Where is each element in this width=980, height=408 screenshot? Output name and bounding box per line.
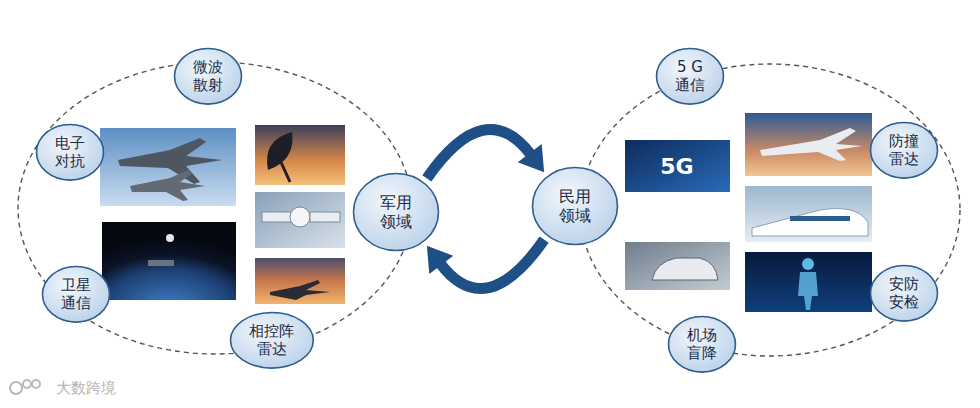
circle-node: 电子 对抗: [35, 123, 105, 182]
node-text-group: 相控阵 雷达: [247, 322, 297, 358]
node-text-group: 微波 散射: [191, 58, 226, 94]
circle-shape: [669, 316, 736, 372]
node-text-group: 安防 安检: [887, 275, 922, 311]
node-text-group: 电子 对抗: [53, 134, 88, 170]
circle-shape: [871, 122, 938, 178]
node-label: 军用 领域: [378, 193, 415, 231]
circle-shape: [871, 265, 938, 321]
circle-shape: [533, 168, 618, 245]
photo-text: 5G: [660, 154, 693, 179]
node-label: 安防 安检: [887, 275, 922, 311]
circle-shape: [657, 48, 724, 104]
circle-node: 防撞 雷达: [869, 121, 939, 180]
circle-shape: [231, 312, 314, 368]
node-text-group: 卫星 通信: [59, 276, 94, 312]
circle-shape: [43, 266, 110, 322]
arrow-head: [427, 246, 453, 274]
node-label: 电子 对抗: [53, 134, 88, 170]
arrow-line: [440, 240, 544, 289]
node-text-group: 军用 领域: [378, 193, 415, 231]
curved-arrow: [427, 240, 544, 289]
node-label: 机场 盲降: [685, 326, 720, 362]
circle-node: 机场 盲降: [667, 315, 737, 374]
node-text-group: 防撞 雷达: [887, 132, 922, 168]
circle-node: 微波 散射: [173, 47, 243, 106]
arrow-head: [518, 144, 544, 172]
node-label: 防撞 雷达: [887, 132, 922, 168]
circle-shape: [354, 174, 439, 251]
circle-shape: [175, 48, 242, 104]
circle-node: 安防 安检: [869, 264, 939, 323]
node-text-group: 机场 盲降: [685, 326, 720, 362]
curved-arrow: [427, 129, 544, 178]
node-text-group: 5 G 通信: [673, 58, 708, 94]
circle-node: 民用 领域: [531, 166, 619, 246]
arrow-line: [427, 129, 531, 178]
circle-node: 军用 领域: [352, 172, 440, 252]
node-label: 卫星 通信: [59, 276, 94, 312]
circle-node: 相控阵 雷达: [229, 311, 315, 370]
node-label: 民用 领域: [557, 187, 594, 225]
circle-node: 5 G 通信: [655, 47, 725, 106]
node-label: 5 G 通信: [673, 58, 708, 94]
circle-node: 卫星 通信: [41, 265, 111, 324]
node-text-group: 民用 领域: [557, 187, 594, 225]
node-label: 微波 散射: [191, 58, 226, 94]
node-label: 相控阵 雷达: [247, 322, 297, 358]
watermark: 大数跨境: [56, 379, 116, 398]
circle-shape: [37, 124, 104, 180]
